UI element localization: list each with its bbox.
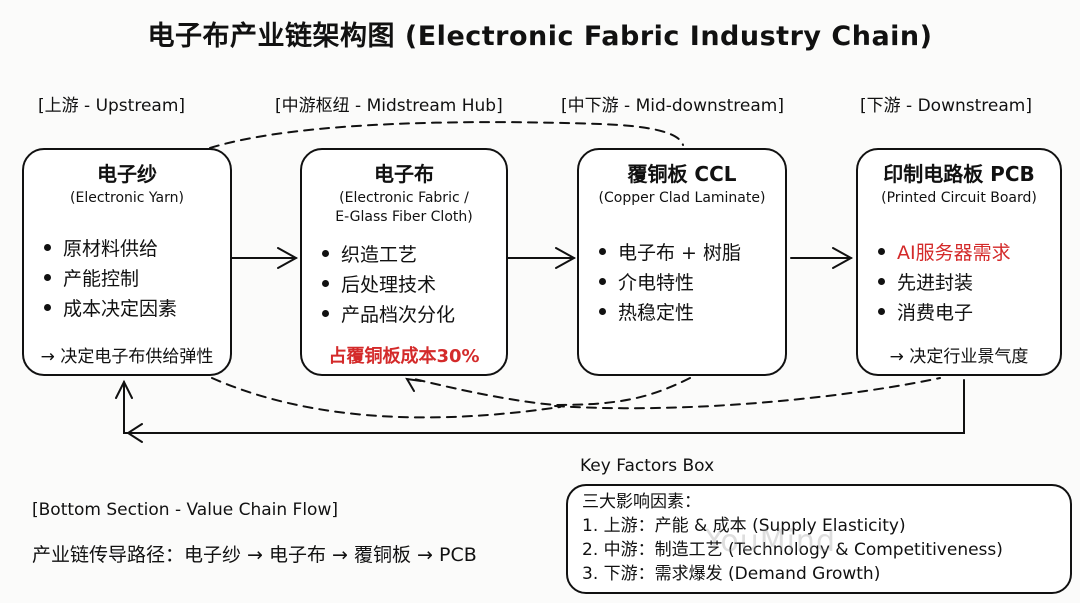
arrow-yarn-to-fabric-head (277, 247, 299, 269)
bottom-section-label: [Bottom Section - Value Chain Flow] (32, 500, 338, 520)
bullet-dot-icon (878, 278, 885, 285)
box-subtitle: (Electronic Yarn) (70, 190, 184, 206)
dashed-arc-yarn-to-ccl (211, 377, 561, 419)
bullet-item: 织造工艺 (322, 240, 455, 270)
bullet-dot-icon (44, 244, 51, 251)
key-factor-item: 2. 中游：制造工艺 (Technology & Competitiveness… (582, 540, 1003, 560)
stage-label-midstream: [中游枢纽 - Midstream Hub] (275, 96, 503, 116)
diagram-title: 电子布产业链架构图 (Electronic Fabric Industry Ch… (147, 21, 933, 52)
bullet-dot-icon (878, 248, 885, 255)
feedback-loop-left-head (126, 423, 143, 443)
bullet-dot-icon (599, 278, 606, 285)
bullet-item: 原材料供给 (44, 234, 177, 264)
box-electronic-yarn: 电子纱 (Electronic Yarn) 原材料供给 产能控制 成本决定因素 … (22, 148, 232, 376)
bullet-dot-icon (599, 248, 606, 255)
stage-label-upstream: [上游 - Upstream] (38, 96, 186, 116)
box-bullet-list: 织造工艺 后处理技术 产品档次分化 (322, 240, 455, 330)
stage-label-mid-downstream: [中下游 - Mid-downstream] (561, 96, 784, 116)
value-chain-path: 产业链传导路径：电子纱 → 电子布 → 覆铜板 → PCB (32, 544, 477, 566)
box-subtitle: (Printed Circuit Board) (881, 190, 1037, 206)
bullet-item: 成本决定因素 (44, 294, 177, 324)
bullet-item: 热稳定性 (599, 298, 741, 328)
box-bullet-list: 电子布 + 树脂 介电特性 热稳定性 (599, 238, 741, 328)
bullet-dot-icon (878, 308, 885, 315)
box-title: 覆铜板 CCL (627, 162, 737, 186)
bullet-dot-icon (44, 304, 51, 311)
key-factor-item: 3. 下游：需求爆发 (Demand Growth) (582, 564, 881, 584)
box-title: 印制电路板 PCB (883, 162, 1035, 186)
arrow-fabric-to-ccl-head (555, 247, 577, 269)
bullet-dot-icon (322, 280, 329, 287)
bullet-item: 先进封装 (878, 268, 1011, 298)
box-footer: → 决定行业景气度 (889, 347, 1029, 367)
box-copper-clad-laminate: 覆铜板 CCL (Copper Clad Laminate) 电子布 + 树脂 … (577, 148, 787, 376)
stage-label-downstream: [下游 - Downstream] (860, 96, 1032, 116)
feedback-loop-up-head (115, 379, 133, 399)
dashed-arc-ccl-to-fabric (409, 377, 691, 407)
dashed-arc-top (209, 121, 684, 149)
box-title: 电子纱 (97, 162, 157, 186)
bullet-item: 消费电子 (878, 298, 1011, 328)
box-footer: → 决定电子布供给弹性 (40, 347, 214, 367)
watermark: YouMind (705, 524, 836, 559)
box-subtitle-line-1: (Electronic Fabric / (339, 190, 469, 206)
box-bullet-list: AI服务器需求 先进封装 消费电子 (878, 238, 1011, 328)
key-factors-title: Key Factors Box (580, 456, 715, 476)
box-electronic-fabric: 电子布 (Electronic Fabric / E-Glass Fiber C… (300, 148, 508, 376)
key-factor-item: 1. 上游：产能 & 成本 (Supply Elasticity) (582, 516, 906, 536)
box-footer-cost-share: 占覆铜板成本30% (328, 346, 480, 367)
bullet-item-highlight: AI服务器需求 (878, 238, 1011, 268)
feedback-loop-line (123, 379, 965, 434)
bullet-item: 电子布 + 树脂 (599, 238, 741, 268)
bullet-item: 后处理技术 (322, 270, 455, 300)
box-bullet-list: 原材料供给 产能控制 成本决定因素 (44, 234, 177, 324)
bullet-dot-icon (44, 274, 51, 281)
box-subtitle: (Copper Clad Laminate) (598, 190, 766, 206)
dashed-arc-pcb-curve (554, 377, 941, 410)
box-printed-circuit-board: 印制电路板 PCB (Printed Circuit Board) AI服务器需… (856, 148, 1062, 376)
bullet-item: 产品档次分化 (322, 300, 455, 330)
key-factors-box: 三大影响因素： 1. 上游：产能 & 成本 (Supply Elasticity… (566, 484, 1072, 594)
box-subtitle-line-2: E-Glass Fiber Cloth) (335, 209, 473, 225)
bullet-dot-icon (322, 250, 329, 257)
bullet-item: 介电特性 (599, 268, 741, 298)
bullet-dot-icon (599, 308, 606, 315)
box-title: 电子布 (374, 162, 434, 186)
dashed-arc-fabric-head (405, 377, 422, 392)
key-factors-heading: 三大影响因素： (582, 492, 701, 512)
bullet-item: 产能控制 (44, 264, 177, 294)
bullet-dot-icon (322, 310, 329, 317)
arrow-ccl-to-pcb-head (832, 247, 854, 269)
